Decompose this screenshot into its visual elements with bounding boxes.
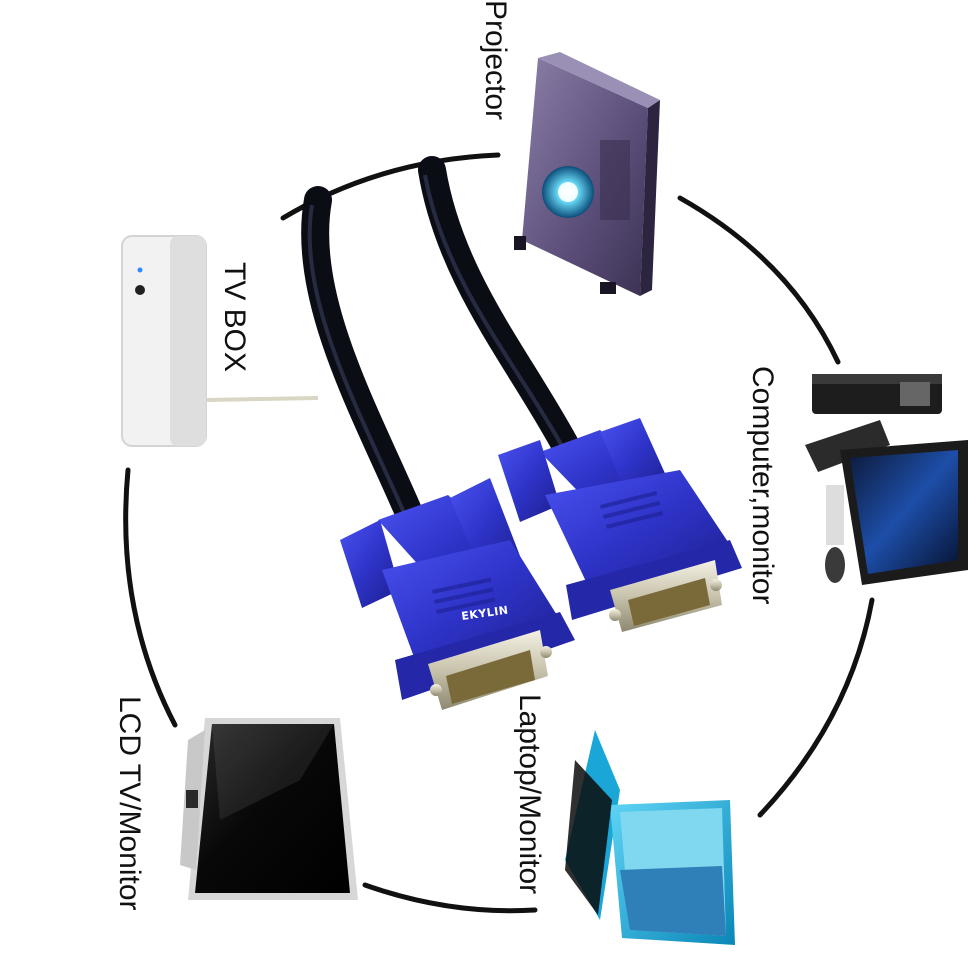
arc-left bbox=[123, 467, 178, 728]
laptop-icon bbox=[565, 730, 735, 945]
vga-cable-right bbox=[418, 156, 582, 464]
lcd-tv-icon bbox=[180, 718, 358, 900]
vga-connector-right bbox=[498, 418, 742, 632]
arc-right bbox=[757, 597, 875, 818]
desktop-computer-icon bbox=[805, 374, 968, 585]
label-lcd-tv-monitor: LCD TV/Monitor bbox=[113, 696, 146, 911]
arc-top-right bbox=[677, 195, 841, 365]
label-computer-monitor: Computer,monitor bbox=[746, 366, 779, 604]
label-laptop-monitor: Laptop/Monitor bbox=[513, 694, 546, 894]
tv-box-icon bbox=[121, 235, 319, 447]
connection-circle bbox=[123, 152, 875, 914]
arc-bottom bbox=[362, 882, 538, 914]
label-projector: Projector bbox=[479, 0, 512, 120]
vga-connector-left: EKYLIN bbox=[340, 478, 575, 710]
label-tv-box: TV BOX bbox=[218, 262, 251, 372]
projector-icon bbox=[514, 52, 660, 296]
vga-cable-left bbox=[301, 186, 426, 534]
